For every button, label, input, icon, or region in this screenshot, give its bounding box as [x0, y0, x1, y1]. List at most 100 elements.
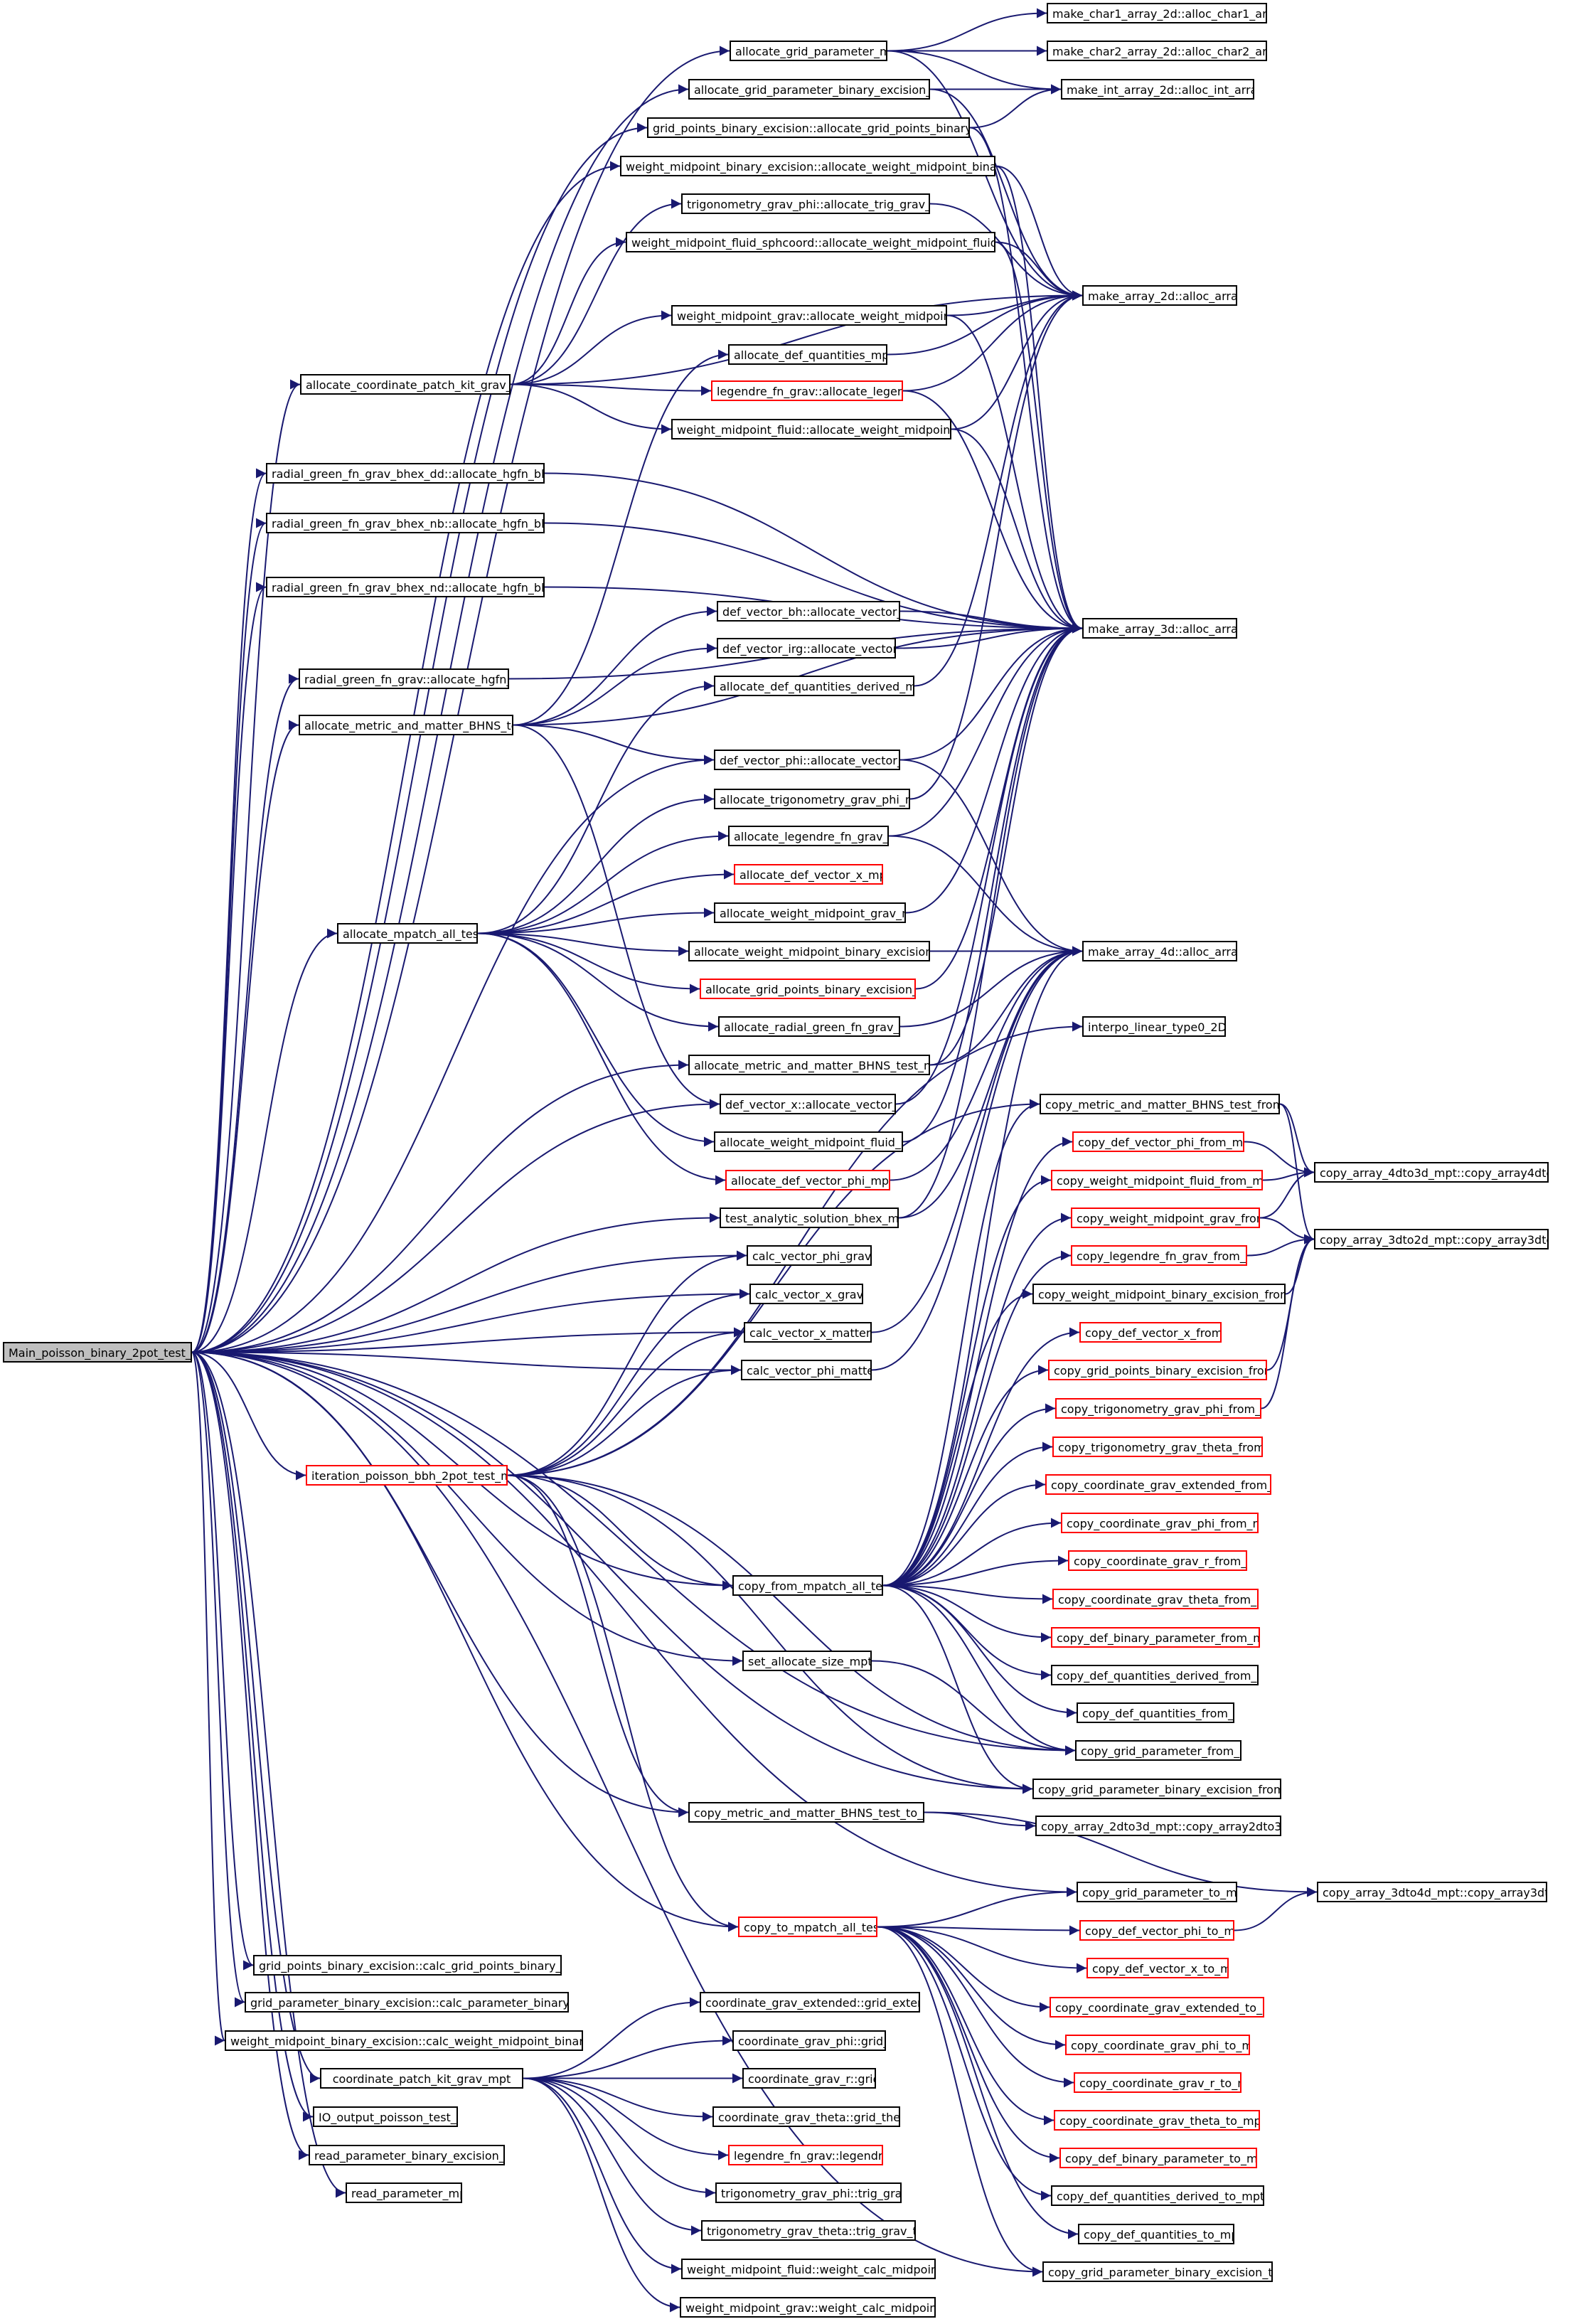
- function-node-n77[interactable]: copy_coordinate_grav_phi_from_mpt: [1061, 1513, 1259, 1533]
- function-node-n71[interactable]: copy_weight_midpoint_binary_excision_fro…: [1032, 1284, 1286, 1304]
- function-node-n92[interactable]: copy_coordinate_grav_theta_to_mpt: [1054, 2110, 1260, 2131]
- function-node-n5[interactable]: trigonometry_grav_phi::allocate_trig_gra…: [681, 193, 930, 214]
- function-node-n83[interactable]: copy_grid_parameter_from_mpt: [1075, 1740, 1241, 1761]
- function-node-n82[interactable]: copy_def_quantities_from_mpt: [1077, 1702, 1234, 1723]
- function-node-n21[interactable]: allocate_trigonometry_grav_phi_mpt: [714, 789, 910, 809]
- function-node-n20[interactable]: def_vector_phi::allocate_vector_phi: [714, 750, 900, 770]
- function-node-n93[interactable]: copy_def_binary_parameter_to_mpt: [1059, 2148, 1257, 2168]
- function-node-n89[interactable]: copy_coordinate_grav_extended_to_mpt: [1050, 1997, 1264, 2017]
- function-node-n38[interactable]: iteration_poisson_bbh_2pot_test_mpt: [306, 1465, 508, 1486]
- function-node-n10[interactable]: weight_midpoint_fluid::allocate_weight_m…: [671, 419, 951, 439]
- function-node-n53[interactable]: coordinate_grav_theta::grid_theta: [712, 2106, 900, 2127]
- function-node-n27[interactable]: allocate_grid_points_binary_excision_mpt: [700, 979, 916, 999]
- function-node-n18[interactable]: def_vector_irg::allocate_vector_irg: [717, 638, 896, 659]
- function-node-n36[interactable]: calc_vector_x_matter: [744, 1322, 872, 1343]
- function-node-n91[interactable]: copy_coordinate_grav_r_to_mpt: [1074, 2072, 1241, 2093]
- function-node-n51[interactable]: coordinate_grav_phi::grid_phi: [732, 2030, 886, 2051]
- function-node-n72[interactable]: copy_def_vector_x_from_mpt: [1079, 1322, 1222, 1343]
- function-node-n56[interactable]: trigonometry_grav_theta::trig_grav_theta: [701, 2220, 916, 2241]
- function-node-n84[interactable]: copy_grid_parameter_binary_excision_from…: [1032, 1779, 1281, 1799]
- function-node-n16[interactable]: allocate_metric_and_matter_BHNS_test: [299, 715, 513, 735]
- function-node-n68[interactable]: copy_weight_midpoint_fluid_from_mpt: [1051, 1170, 1263, 1190]
- function-node-n81[interactable]: copy_def_quantities_derived_from_mpt: [1051, 1665, 1259, 1685]
- function-node-n65[interactable]: interpo_linear_type0_2Dsurf: [1082, 1016, 1226, 1037]
- function-node-n44[interactable]: grid_parameter_binary_excision::calc_par…: [245, 1992, 569, 2013]
- function-node-n46[interactable]: coordinate_patch_kit_grav_mpt: [320, 2068, 523, 2089]
- function-node-n22[interactable]: allocate_legendre_fn_grav_mpt: [728, 826, 889, 846]
- function-node-n54[interactable]: legendre_fn_grav::legendre: [728, 2145, 883, 2165]
- function-node-n29[interactable]: allocate_metric_and_matter_BHNS_test_mpt: [688, 1055, 930, 1075]
- function-node-n73[interactable]: copy_grid_points_binary_excision_from_mp…: [1048, 1360, 1267, 1380]
- function-node-n9[interactable]: legendre_fn_grav::allocate_legendre: [711, 380, 903, 401]
- function-node-n33[interactable]: test_analytic_solution_bhex_mpt: [720, 1208, 899, 1228]
- function-node-n4[interactable]: weight_midpoint_binary_excision::allocat…: [620, 156, 995, 176]
- function-node-n87[interactable]: copy_def_vector_phi_to_mpt: [1079, 1920, 1234, 1941]
- function-node-n74[interactable]: copy_trigonometry_grav_phi_from_mpt: [1055, 1398, 1261, 1419]
- function-node-n76[interactable]: copy_coordinate_grav_extended_from_mpt: [1045, 1474, 1271, 1495]
- function-node-n3[interactable]: grid_points_binary_excision::allocate_gr…: [647, 117, 970, 138]
- function-node-n99[interactable]: copy_array_3dto4d_mpt::copy_array3dto4d_…: [1317, 1882, 1547, 1902]
- function-node-n28[interactable]: allocate_radial_green_fn_grav_mpt: [718, 1016, 900, 1037]
- function-node-n43[interactable]: grid_points_binary_excision::calc_grid_p…: [253, 1955, 562, 1976]
- function-node-n67[interactable]: copy_def_vector_phi_from_mpt: [1072, 1131, 1244, 1152]
- function-node-n14[interactable]: radial_green_fn_grav_bhex_nd::allocate_h…: [266, 577, 545, 597]
- function-node-n70[interactable]: copy_legendre_fn_grav_from_mpt: [1071, 1245, 1247, 1266]
- function-node-n17[interactable]: def_vector_bh::allocate_vector_bh: [717, 601, 900, 622]
- function-node-n80[interactable]: copy_def_binary_parameter_from_mpt: [1051, 1627, 1260, 1648]
- function-node-n1[interactable]: allocate_grid_parameter_mpt: [730, 41, 887, 61]
- function-node-n42[interactable]: copy_to_mpatch_all_test: [738, 1917, 877, 1937]
- function-node-n34[interactable]: calc_vector_phi_grav: [747, 1245, 872, 1266]
- function-node-n39[interactable]: copy_from_mpatch_all_test: [732, 1575, 883, 1596]
- function-node-n63[interactable]: make_array_3d::alloc_array3d: [1082, 618, 1237, 639]
- function-node-n48[interactable]: read_parameter_binary_excision_mpt: [309, 2145, 505, 2165]
- function-node-n41[interactable]: copy_metric_and_matter_BHNS_test_to_mpt: [688, 1802, 924, 1823]
- function-node-n13[interactable]: radial_green_fn_grav_bhex_nb::allocate_h…: [266, 513, 545, 533]
- function-node-n98[interactable]: copy_array_3dto2d_mpt::copy_array3dto2d_…: [1314, 1229, 1549, 1249]
- function-node-n11[interactable]: allocate_coordinate_patch_kit_grav_mpt: [300, 374, 511, 395]
- function-node-n90[interactable]: copy_coordinate_grav_phi_to_mpt: [1065, 2035, 1250, 2055]
- function-node-n49[interactable]: read_parameter_mpt: [346, 2182, 462, 2203]
- function-node-n2[interactable]: allocate_grid_parameter_binary_excision_…: [688, 79, 930, 100]
- function-node-n61[interactable]: make_int_array_2d::alloc_int_array2d: [1061, 79, 1254, 100]
- function-node-n95[interactable]: copy_def_quantities_to_mpt: [1078, 2224, 1234, 2244]
- function-node-n60[interactable]: make_char2_array_2d::alloc_char2_array2d: [1047, 41, 1267, 61]
- function-node-n59[interactable]: make_char1_array_2d::alloc_char1_array2d: [1047, 3, 1267, 23]
- function-node-n6[interactable]: weight_midpoint_fluid_sphcoord::allocate…: [626, 232, 995, 252]
- function-node-n85[interactable]: copy_array_2dto3d_mpt::copy_array2dto3d_…: [1035, 1816, 1281, 1836]
- function-node-n23[interactable]: allocate_def_vector_x_mpt: [734, 864, 883, 885]
- function-node-n64[interactable]: make_array_4d::alloc_array4d: [1082, 941, 1237, 961]
- function-node-n78[interactable]: copy_coordinate_grav_r_from_mpt: [1068, 1550, 1247, 1571]
- function-node-n97[interactable]: copy_array_4dto3d_mpt::copy_array4dto3d_…: [1314, 1162, 1549, 1183]
- function-node-n86[interactable]: copy_grid_parameter_to_mpt: [1077, 1882, 1237, 1902]
- function-node-n88[interactable]: copy_def_vector_x_to_mpt: [1086, 1958, 1229, 1978]
- root-function-node[interactable]: Main_poisson_binary_2pot_test_mpt: [3, 1342, 192, 1363]
- function-node-n62[interactable]: make_array_2d::alloc_array2d: [1082, 285, 1237, 306]
- function-node-n47[interactable]: IO_output_poisson_test_3D_mpt: [313, 2106, 458, 2127]
- function-node-n7[interactable]: weight_midpoint_grav::allocate_weight_mi…: [671, 305, 947, 326]
- function-node-n58[interactable]: weight_midpoint_grav::weight_calc_midpoi…: [680, 2297, 936, 2318]
- function-node-n35[interactable]: calc_vector_x_grav: [749, 1284, 863, 1304]
- function-node-n94[interactable]: copy_def_quantities_derived_to_mpt: [1051, 2185, 1264, 2206]
- function-node-n55[interactable]: trigonometry_grav_phi::trig_grav_phi: [715, 2182, 902, 2203]
- function-node-n66[interactable]: copy_metric_and_matter_BHNS_test_from_mp…: [1040, 1094, 1280, 1114]
- function-node-n37[interactable]: calc_vector_phi_matter: [741, 1360, 872, 1380]
- function-node-n32[interactable]: allocate_def_vector_phi_mpt: [725, 1170, 890, 1190]
- function-node-n24[interactable]: allocate_weight_midpoint_grav_mpt: [714, 902, 906, 923]
- function-node-n19[interactable]: allocate_def_quantities_derived_mpt: [714, 676, 914, 696]
- function-node-n75[interactable]: copy_trigonometry_grav_theta_from_mpt: [1052, 1436, 1263, 1457]
- function-node-n8[interactable]: allocate_def_quantities_mpt: [728, 344, 887, 365]
- function-node-n25[interactable]: allocate_mpatch_all_test: [337, 923, 478, 944]
- function-node-n31[interactable]: allocate_weight_midpoint_fluid_mpt: [714, 1131, 903, 1152]
- function-node-n26[interactable]: allocate_weight_midpoint_binary_excision…: [688, 941, 930, 961]
- function-node-n57[interactable]: weight_midpoint_fluid::weight_calc_midpo…: [681, 2259, 936, 2279]
- function-node-n12[interactable]: radial_green_fn_grav_bhex_dd::allocate_h…: [266, 463, 545, 484]
- function-node-n40[interactable]: set_allocate_size_mpt: [742, 1651, 872, 1671]
- function-node-n30[interactable]: def_vector_x::allocate_vector_x: [720, 1094, 896, 1114]
- function-node-n96[interactable]: copy_grid_parameter_binary_excision_to_m…: [1042, 2261, 1273, 2282]
- function-node-n52[interactable]: coordinate_grav_r::grid_r: [742, 2068, 876, 2089]
- function-node-n79[interactable]: copy_coordinate_grav_theta_from_mpt: [1052, 1589, 1259, 1609]
- function-node-n15[interactable]: radial_green_fn_grav::allocate_hgfn_bhex: [299, 668, 509, 689]
- function-node-n69[interactable]: copy_weight_midpoint_grav_from_mpt: [1071, 1208, 1260, 1228]
- function-node-n45[interactable]: weight_midpoint_binary_excision::calc_we…: [225, 2030, 583, 2051]
- function-node-n50[interactable]: coordinate_grav_extended::grid_extended: [700, 1992, 920, 2013]
